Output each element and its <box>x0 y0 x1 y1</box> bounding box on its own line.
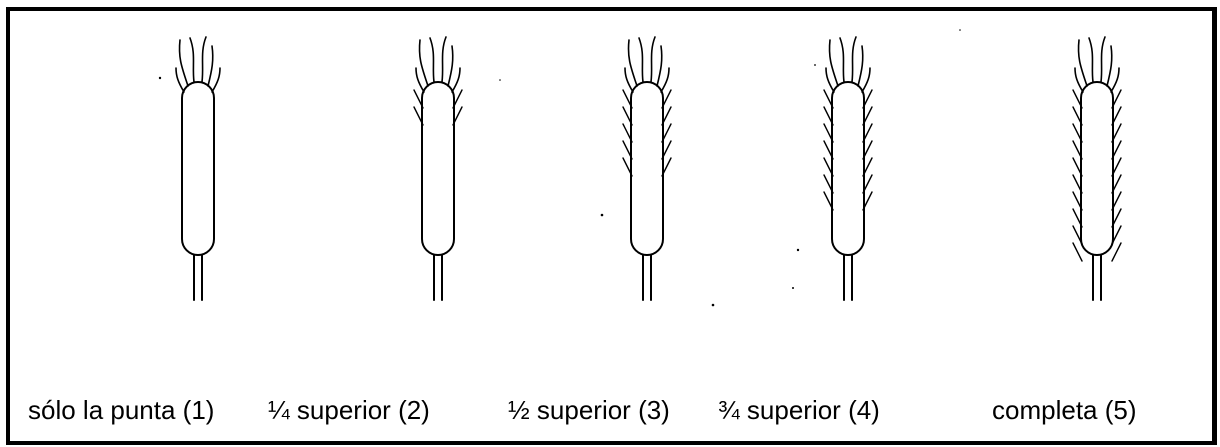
tip-awn <box>212 68 220 92</box>
tip-awn <box>448 46 453 86</box>
tip-awn <box>852 37 856 82</box>
tip-awn <box>202 37 206 82</box>
tip-awn <box>639 38 643 82</box>
tip-awn <box>442 37 446 82</box>
tip-awn <box>657 46 662 86</box>
stage-label-4: ¾ superior (4) <box>718 395 880 425</box>
tip-awn <box>190 38 194 82</box>
spike-2 <box>414 37 462 300</box>
tip-awn <box>651 37 655 82</box>
tip-awn <box>179 40 188 86</box>
spike-body <box>631 82 663 255</box>
tip-awn <box>419 40 428 86</box>
spike-body <box>832 82 864 255</box>
tip-awn <box>840 38 844 82</box>
spike-1 <box>176 37 220 300</box>
tip-awn <box>858 46 863 86</box>
tip-awn <box>208 46 213 86</box>
tip-awn <box>452 68 460 92</box>
tip-awn <box>1101 37 1105 82</box>
spike-body <box>1081 82 1113 255</box>
tip-awn <box>1089 38 1093 82</box>
spike-5 <box>1073 37 1121 300</box>
spike-4 <box>824 37 872 300</box>
tip-awn <box>1078 40 1087 86</box>
tip-awn <box>430 38 434 82</box>
stage-label-1: sólo la punta (1) <box>28 395 214 425</box>
stage-label-5: completa (5) <box>992 395 1137 425</box>
spike-body <box>182 82 214 255</box>
spike-body <box>422 82 454 255</box>
stage-label-2: ¼ superior (2) <box>268 395 430 425</box>
tip-awn <box>1111 68 1119 92</box>
side-awn <box>1073 243 1082 261</box>
tip-awn <box>661 68 669 92</box>
spike-3 <box>623 37 671 300</box>
tip-awn <box>628 40 637 86</box>
side-awn <box>1112 243 1121 261</box>
tip-awn <box>862 68 870 92</box>
stage-label-3: ½ superior (3) <box>508 395 670 425</box>
tip-awn <box>829 40 838 86</box>
tip-awn <box>1107 46 1112 86</box>
